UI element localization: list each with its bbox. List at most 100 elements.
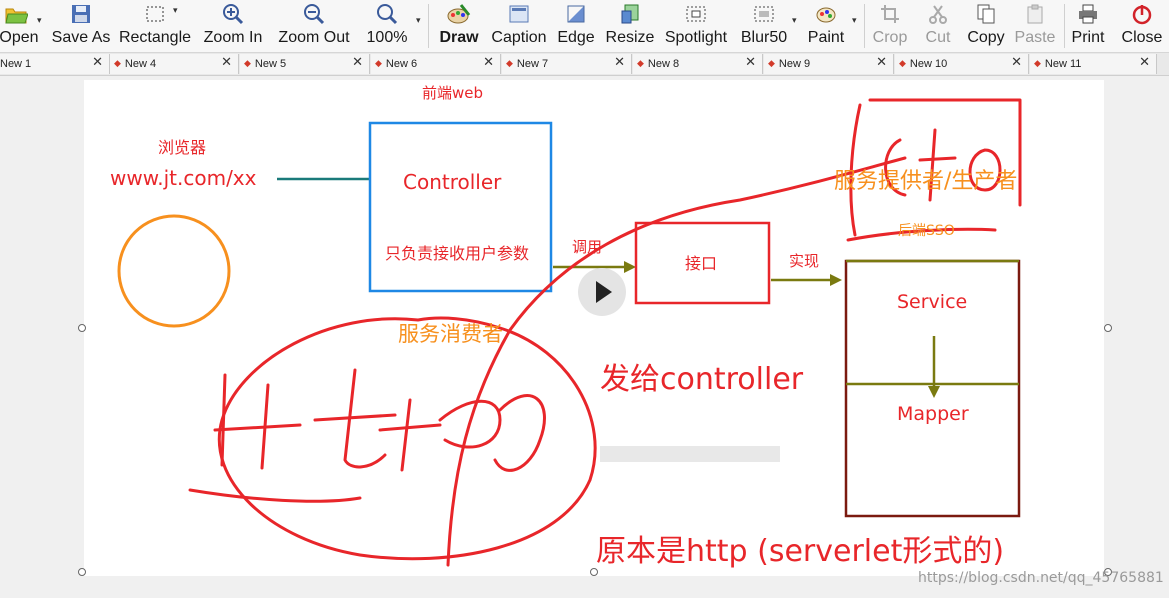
- floppy-disk-icon: [68, 1, 94, 27]
- copy-icon: [973, 1, 999, 27]
- controller-box: [368, 121, 553, 293]
- tab-new-11[interactable]: ◆ New 11 ✕: [1030, 54, 1157, 74]
- zoom-level-button[interactable]: 100%: [362, 0, 412, 52]
- zoom-out-icon: [301, 1, 327, 27]
- mapper-label: Mapper: [897, 403, 969, 425]
- tab-label: New 5: [254, 58, 287, 70]
- stroke: [918, 156, 957, 162]
- edge-button[interactable]: Edge: [556, 0, 596, 52]
- crop-icon: [877, 1, 903, 27]
- copy-button[interactable]: Copy: [964, 0, 1008, 52]
- modified-dot-icon: ◆: [244, 59, 251, 69]
- watermark: https://blog.csdn.net/qq_45765881: [918, 570, 1164, 586]
- blur-button[interactable]: Blur50: [738, 0, 790, 52]
- handwritten-annotations: [188, 98, 1022, 567]
- tab-new-9[interactable]: ◆ New 9 ✕: [764, 54, 894, 74]
- play-icon[interactable]: [596, 281, 612, 303]
- controller-title: Controller: [403, 170, 502, 194]
- blur-dropdown-icon[interactable]: ▾: [792, 16, 797, 26]
- close-button[interactable]: Close: [1118, 0, 1166, 52]
- stroke: [378, 423, 442, 432]
- interface-label: 接口: [685, 254, 718, 273]
- tab-new-8[interactable]: ◆ New 8 ✕: [633, 54, 763, 74]
- tab-close-icon[interactable]: ✕: [221, 55, 232, 70]
- service-label: Service: [897, 291, 968, 313]
- tab-close-icon[interactable]: ✕: [876, 55, 887, 70]
- tab-close-icon[interactable]: ✕: [352, 55, 363, 70]
- stroke: [438, 399, 502, 449]
- resize-handle[interactable]: [78, 568, 86, 576]
- stroke: [220, 373, 227, 467]
- blur-label: Blur50: [740, 29, 788, 46]
- controller-description: 只负责接收用户参数: [385, 244, 530, 263]
- save-as-button[interactable]: Save As: [52, 0, 110, 52]
- stroke: [213, 423, 302, 432]
- edge-label: Edge: [557, 29, 595, 46]
- paint-dropdown-icon[interactable]: ▾: [852, 16, 857, 26]
- open-dropdown-icon[interactable]: ▾: [37, 16, 42, 26]
- paint-button[interactable]: Paint: [802, 0, 850, 52]
- modified-dot-icon: ◆: [114, 59, 121, 69]
- resize-handle[interactable]: [1104, 324, 1112, 332]
- tab-close-icon[interactable]: ✕: [745, 55, 756, 70]
- copy-label: Copy: [967, 29, 1005, 46]
- draw-button[interactable]: Draw: [434, 0, 484, 52]
- frontend-label: 前端web: [422, 84, 484, 102]
- crop-label: Crop: [872, 29, 908, 46]
- zoom-in-label: Zoom In: [203, 29, 263, 46]
- open-button[interactable]: Open: [0, 0, 40, 52]
- power-icon: [1129, 1, 1155, 27]
- save-as-label: Save As: [51, 29, 111, 46]
- tab-new-4[interactable]: ◆ New 4 ✕: [110, 54, 239, 74]
- tab-new-5[interactable]: ◆ New 5 ✕: [240, 54, 370, 74]
- service-mapper-arrow-head: [928, 386, 940, 398]
- toolbar-divider: [428, 4, 429, 48]
- tab-close-icon[interactable]: ✕: [614, 55, 625, 70]
- backend-label: 后端SSO: [898, 223, 955, 239]
- note-http: 原本是http (serverlet形式的): [596, 534, 1005, 569]
- resize-button[interactable]: Resize: [602, 0, 658, 52]
- provider-label: 服务提供者/生产者: [834, 169, 1018, 194]
- note-controller: 发给controller: [600, 362, 804, 397]
- modified-dot-icon: ◆: [768, 59, 775, 69]
- spotlight-button[interactable]: Spotlight: [660, 0, 732, 52]
- resize-handle[interactable]: [590, 568, 598, 576]
- zoom-in-button[interactable]: Zoom In: [200, 0, 266, 52]
- tab-label: New 8: [647, 58, 680, 70]
- toolbar-divider: [864, 4, 865, 48]
- rectangle-button[interactable]: Rectangle: [118, 0, 192, 52]
- tab-new-1[interactable]: New 1 ✕: [0, 54, 110, 74]
- crop-button[interactable]: Crop: [868, 0, 912, 52]
- tab-new-10[interactable]: ◆ New 10 ✕: [895, 54, 1029, 74]
- zoom-dropdown-icon[interactable]: ▾: [416, 16, 421, 26]
- stroke: [343, 368, 387, 469]
- tab-new-6[interactable]: ◆ New 6 ✕: [371, 54, 501, 74]
- tab-close-icon[interactable]: ✕: [1139, 55, 1150, 70]
- stroke: [313, 413, 397, 422]
- folder-icon: [3, 1, 29, 27]
- tab-close-icon[interactable]: ✕: [483, 55, 494, 70]
- caption-icon: [506, 1, 532, 27]
- rectangle-dropdown-icon[interactable]: ▾: [173, 6, 178, 16]
- close-label: Close: [1121, 29, 1163, 46]
- toolbar: Open ▾ Save As Rectangle ▾ Zoom In Zoom …: [0, 0, 1169, 53]
- caption-button[interactable]: Caption: [488, 0, 550, 52]
- resize-handle[interactable]: [1104, 568, 1112, 576]
- modified-dot-icon: ◆: [375, 59, 382, 69]
- rectangle-select-icon: [142, 1, 168, 27]
- stroke: [846, 227, 997, 242]
- tab-new-7[interactable]: ◆ New 7 ✕: [502, 54, 632, 74]
- paste-button[interactable]: Paste: [1012, 0, 1058, 52]
- tab-label: New 4: [124, 58, 157, 70]
- tab-close-icon[interactable]: ✕: [92, 55, 103, 70]
- print-button[interactable]: Print: [1068, 0, 1108, 52]
- tab-close-icon[interactable]: ✕: [1011, 55, 1022, 70]
- consumer-label: 服务消费者: [398, 322, 503, 346]
- zoom-in-icon: [220, 1, 246, 27]
- resize-handle[interactable]: [78, 324, 86, 332]
- cut-button[interactable]: Cut: [918, 0, 958, 52]
- tab-label: New 1: [0, 58, 32, 70]
- spotlight-label: Spotlight: [664, 29, 728, 46]
- zoom-out-button[interactable]: Zoom Out: [274, 0, 354, 52]
